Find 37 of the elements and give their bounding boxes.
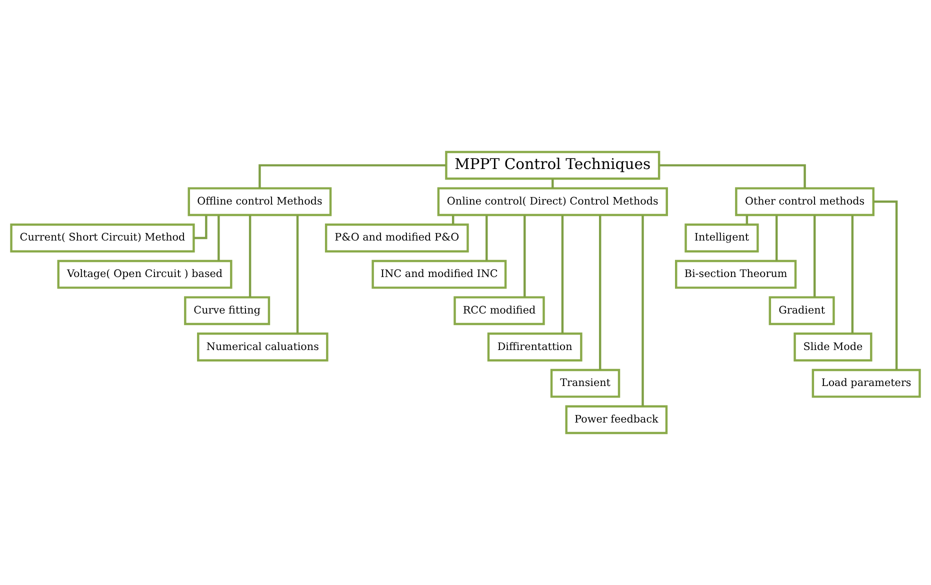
node-box: Curve fitting: [184, 296, 270, 326]
connector: [296, 215, 299, 334]
node-box: MPPT Control Techniques: [445, 150, 660, 180]
connector: [258, 164, 446, 188]
node-box: Gradient: [768, 296, 835, 326]
connector: [642, 215, 644, 406]
node-box: RCC modified: [454, 296, 545, 326]
connector: [659, 164, 806, 188]
node-box: Other control methods: [735, 187, 874, 216]
connector: [524, 215, 526, 298]
node-box: Bi-section Theorum: [675, 260, 797, 289]
connector: [746, 215, 748, 225]
connector: [486, 215, 488, 261]
connector: [814, 215, 816, 298]
connector: [561, 215, 564, 334]
node-box: Current( Short Circuit) Method: [10, 224, 195, 252]
connector: [873, 200, 898, 370]
node-box: Power feedback: [565, 405, 668, 434]
node-box: Transient: [550, 368, 620, 398]
node-box: Load parameters: [812, 368, 921, 398]
node-box: Slide Mode: [794, 332, 872, 362]
node-box: Online control( Direct) Control Methods: [437, 187, 668, 216]
node-box: Offline control Methods: [188, 187, 332, 216]
node-box: INC and modified INC: [372, 260, 507, 289]
connector: [218, 215, 220, 261]
connector: [452, 215, 454, 225]
node-box: Numerical caluations: [197, 332, 328, 362]
node-box: Voltage( Open Circuit ) based: [57, 260, 232, 289]
node-box: Intelligent: [684, 224, 759, 252]
connector: [194, 215, 208, 240]
connector: [851, 215, 854, 334]
connector: [775, 215, 778, 261]
connector: [598, 215, 602, 370]
connector: [248, 215, 252, 298]
node-box: Diffirentattion: [487, 332, 582, 362]
connector: [552, 178, 554, 188]
node-box: P&O and modified P&O: [324, 224, 469, 252]
